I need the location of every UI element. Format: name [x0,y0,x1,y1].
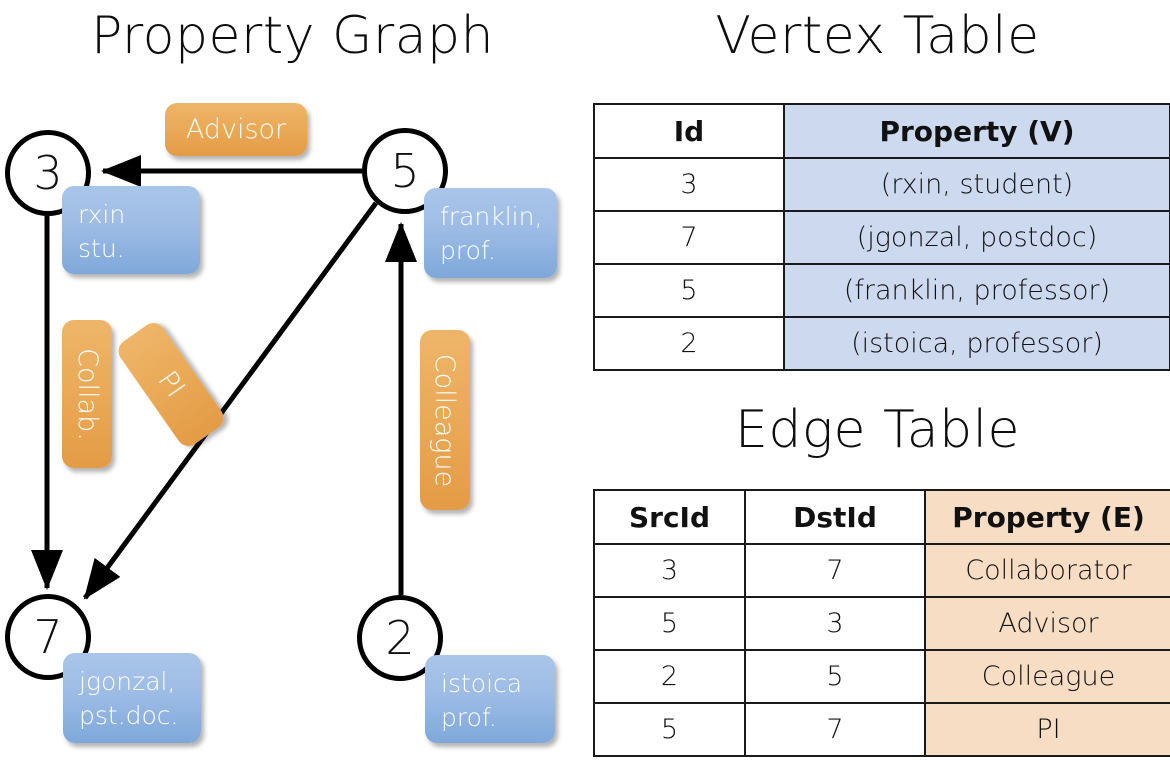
table-row: 3 7 Collaborator [593,543,1170,598]
graph-node-5[interactable]: 5 [362,128,448,214]
edge-row-1-dst: 3 [744,596,926,651]
graph-node-5-label: 5 [390,144,420,198]
edge-row-2-src: 2 [593,649,746,704]
edge-row-2-property: Colleague [924,649,1170,704]
edge-label-colleague-text: Colleague [429,353,461,487]
edge-label-pi-text: PI [151,365,191,404]
vertex-property-franklin-line1: franklin, [440,202,543,231]
edge-label-box-advisor: Advisor [165,103,307,156]
edge-label-collab-text: Collab. [71,347,103,441]
edge-5-to-7-pi [82,201,379,600]
vertex-property-rxin-line1: rxin [78,200,126,229]
graph-node-2[interactable]: 2 [357,595,443,681]
edge-row-3-src: 5 [593,702,746,757]
page-title-edge-table: Edge Table [734,400,1021,460]
table-row: 5 3 Advisor [593,596,1170,651]
vertex-row-3-id: 2 [593,316,785,371]
edge-table-header-dstid: DstId [744,489,926,545]
vertex-row-0-id: 3 [593,157,785,212]
vertex-table-header-id: Id [593,103,785,159]
vertex-table-header-property: Property (V) [783,103,1170,159]
vertex-row-1-id: 7 [593,210,785,265]
vertex-row-1-property: (jgonzal, postdoc) [783,210,1170,265]
edge-label-box-collab: Collab. [62,320,112,468]
edge-label-advisor-text: Advisor [185,114,287,145]
vertex-property-franklin-line2: prof. [440,235,496,265]
edge-label-box-colleague: Colleague [420,330,470,510]
vertex-property-box-istoica: istoica prof. [425,655,555,743]
vertex-row-0-property: (rxin, student) [783,157,1170,212]
vertex-property-istoica-line1: istoica [441,669,523,698]
edge-table: SrcId DstId Property (E) 3 7 Collaborato… [593,489,1170,757]
table-row: 7 (jgonzal, postdoc) [593,210,1170,265]
edge-row-1-property: Advisor [924,596,1170,651]
vertex-table-header-row: Id Property (V) [593,103,1170,159]
table-row: 5 (franklin, professor) [593,263,1170,318]
edge-table-header-row: SrcId DstId Property (E) [593,489,1170,545]
table-row: 3 (rxin, student) [593,157,1170,212]
edge-row-3-dst: 7 [744,702,926,757]
graph-edges-svg [31,155,417,600]
vertex-row-2-id: 5 [593,263,785,318]
graph-node-7-label: 7 [33,610,63,664]
edge-table-header-property: Property (E) [924,489,1170,545]
vertex-property-jgonzal-line2: pst.doc. [79,700,179,730]
vertex-property-box-rxin: rxin stu. [62,186,200,274]
edge-row-3-property: PI [924,702,1170,757]
vertex-property-istoica-line2: prof. [441,702,497,732]
table-row: 5 7 PI [593,702,1170,757]
page-title-property-graph: Property Graph [90,6,495,66]
table-row: 2 5 Colleague [593,649,1170,704]
vertex-row-3-property: (istoica, professor) [783,316,1170,371]
edge-row-0-src: 3 [593,543,746,598]
property-graph-diagram: 3 5 7 2 rxin stu. franklin, prof. jgonza… [5,103,557,743]
graph-node-2-label: 2 [385,611,415,665]
vertex-row-2-property: (franklin, professor) [783,263,1170,318]
edge-table-header-srcid: SrcId [593,489,746,545]
graph-node-3-label: 3 [33,146,63,200]
vertex-property-box-franklin: franklin, prof. [424,188,557,278]
edge-row-1-src: 5 [593,596,746,651]
vertex-property-jgonzal-line1: jgonzal, [79,667,176,696]
edge-row-0-dst: 7 [744,543,926,598]
page-title-vertex-table: Vertex Table [715,6,1040,66]
table-row: 2 (istoica, professor) [593,316,1170,371]
edge-row-0-property: Collaborator [924,543,1170,598]
vertex-property-rxin-line2: stu. [78,233,125,263]
vertex-table: Id Property (V) 3 (rxin, student) 7 (jgo… [593,103,1170,371]
vertex-property-box-jgonzal: jgonzal, pst.doc. [63,653,201,743]
edge-row-2-dst: 5 [744,649,926,704]
